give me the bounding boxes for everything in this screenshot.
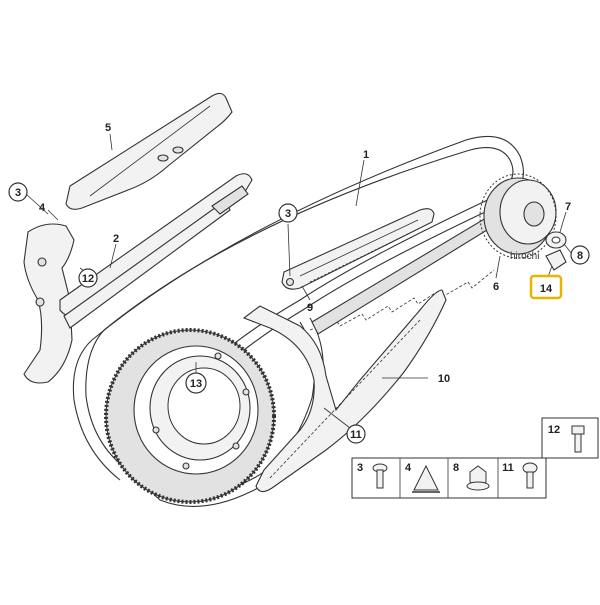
legend-4-label: 4 xyxy=(405,462,412,474)
callout-3a-circle xyxy=(8,182,28,202)
callout-1: 1 xyxy=(363,149,369,161)
watermark: hirochi xyxy=(510,251,539,262)
part-10-lower-guard[interactable] xyxy=(242,289,447,493)
callout-3a: 3 xyxy=(15,187,21,199)
callout-13-circle xyxy=(185,372,207,394)
legend-11-label: 11 xyxy=(502,462,514,474)
callout-10: 10 xyxy=(438,373,450,385)
pan-head-screw-icon xyxy=(522,462,538,489)
part-5-upper-cover[interactable] xyxy=(65,92,233,210)
legend-12-label: 12 xyxy=(548,424,560,436)
callout-7: 7 xyxy=(565,201,571,213)
callout-8-circle xyxy=(570,245,590,265)
part-13-rear-sprocket[interactable] xyxy=(104,328,276,504)
part-2-bracket[interactable] xyxy=(23,173,253,384)
callout-14-highlight xyxy=(529,274,563,300)
callout-3b: 3 xyxy=(285,208,291,220)
part-14-lock-plate[interactable] xyxy=(545,249,567,271)
callout-6: 6 xyxy=(493,281,499,293)
legend-3-label: 3 xyxy=(357,462,363,474)
flange-nut-icon xyxy=(466,465,490,491)
callout-2: 2 xyxy=(113,233,119,245)
part-9-tensioner-rail[interactable] xyxy=(281,208,435,290)
callout-12-circle xyxy=(78,268,98,288)
callout-14: 14 xyxy=(540,283,553,295)
callout-8: 8 xyxy=(577,250,583,262)
part-7-washer[interactable] xyxy=(545,231,567,249)
callout-5: 5 xyxy=(105,122,111,134)
callout-3b-circle xyxy=(278,203,298,223)
countersunk-screw-icon xyxy=(372,463,388,489)
part-6-front-sprocket[interactable] xyxy=(479,173,557,259)
callout-11: 11 xyxy=(350,429,362,441)
callout-13: 13 xyxy=(190,378,202,390)
callout-12: 12 xyxy=(82,273,94,285)
callout-4: 4 xyxy=(39,202,46,214)
legend-box-12[interactable] xyxy=(541,417,599,459)
callout-9: 9 xyxy=(307,302,313,314)
legend-8-label: 8 xyxy=(453,462,459,474)
clip-nut-icon xyxy=(412,464,440,493)
leader-lines xyxy=(25,133,573,429)
callout-11-circle xyxy=(346,424,366,444)
socket-head-screw-icon xyxy=(571,425,585,453)
callout-labels: 5 1 2 3 4 12 3 9 6 7 8 hirochi 14 10 13 … xyxy=(8,122,590,444)
hardware-legend: 12 3 4 8 11 xyxy=(351,417,599,499)
